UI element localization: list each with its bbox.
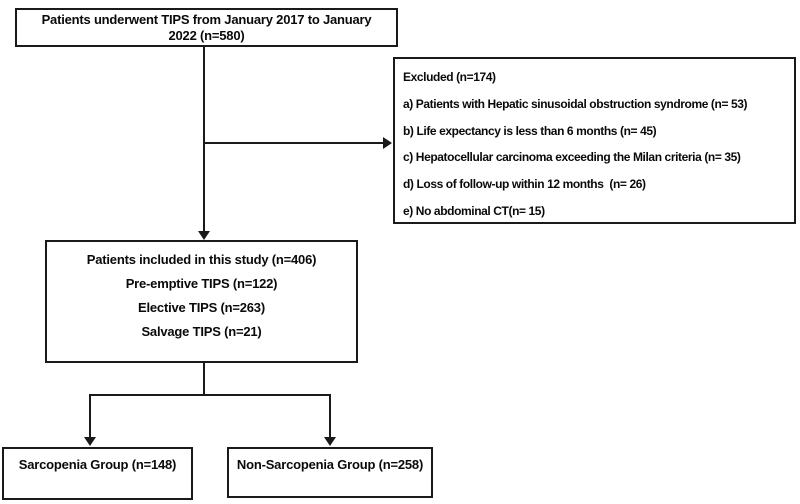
excluded-item-a: a) Patients with Hepatic sinusoidal obst… [403, 96, 748, 111]
included-line-preemptive: Pre-emptive TIPS (n=122) [125, 276, 278, 291]
excluded-item-d: d) Loss of follow-up within 12 months (n… [403, 177, 646, 192]
box-sarcopenia-group: Sarcopenia Group (n=148) [2, 447, 193, 500]
arrowhead-down-non-sarcopenia-icon [324, 437, 336, 446]
excluded-item-e: e) No abdominal CT(n= 15) [403, 203, 545, 218]
box-patients-included: Patients included in this study (n=406) … [45, 240, 358, 363]
box-non-sarcopenia-group: Non-Sarcopenia Group (n=258) [227, 447, 433, 498]
included-line-salvage: Salvage TIPS (n=21) [141, 324, 262, 339]
arrowhead-down-included-icon [198, 231, 210, 240]
excluded-item-c: c) Hepatocellular carcinoma exceeding th… [403, 150, 741, 165]
box-patients-underwent-tips: Patients underwent TIPS from January 201… [15, 8, 398, 47]
top-box-line-2: 2022 (n=580) [168, 27, 245, 43]
excluded-item-b: b) Life expectancy is less than 6 months… [403, 123, 657, 138]
included-line-total: Patients included in this study (n=406) [86, 252, 317, 267]
included-line-elective: Elective TIPS (n=263) [138, 300, 265, 315]
non-sarcopenia-group-label: Non-Sarcopenia Group (n=258) [236, 457, 424, 472]
arrowhead-right-excluded-icon [383, 137, 392, 149]
box-excluded: Excluded (n=174) a) Patients with Hepati… [393, 57, 796, 224]
excluded-title: Excluded (n=174) [403, 70, 496, 84]
top-box-line-1: Patients underwent TIPS from January 201… [41, 11, 372, 27]
arrowhead-down-sarcopenia-icon [84, 437, 96, 446]
sarcopenia-group-label: Sarcopenia Group (n=148) [18, 457, 177, 472]
